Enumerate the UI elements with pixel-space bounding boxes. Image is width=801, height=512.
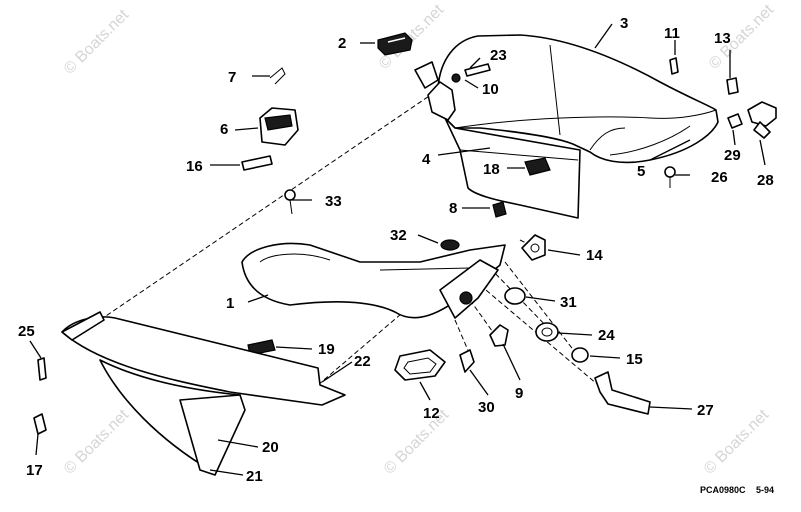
callout-22: 22 bbox=[354, 353, 371, 370]
upper-cowl-part-3 bbox=[437, 34, 719, 164]
callout-12: 12 bbox=[423, 405, 440, 422]
grommet-part-18 bbox=[524, 157, 551, 176]
callout-28: 28 bbox=[757, 172, 774, 189]
plug-part-31 bbox=[504, 287, 526, 305]
callout-1: 1 bbox=[226, 295, 234, 312]
lower-frame-part-1 bbox=[241, 242, 506, 319]
leader-lines bbox=[29, 23, 766, 476]
screw-part-33 bbox=[284, 189, 296, 215]
screw-part-11 bbox=[669, 57, 679, 75]
clip-part-29 bbox=[727, 113, 743, 129]
callout-2: 2 bbox=[338, 35, 346, 52]
screw-part-26 bbox=[664, 166, 676, 188]
callout-3: 3 bbox=[620, 15, 628, 32]
callout-21: 21 bbox=[246, 468, 263, 485]
drawing-date: 5-94 bbox=[756, 485, 774, 495]
bushing-part-24 bbox=[535, 322, 559, 342]
grommet-part-14 bbox=[521, 234, 546, 261]
clip-part-30 bbox=[459, 349, 475, 373]
callout-19: 19 bbox=[318, 341, 335, 358]
lower-cowl-part-22 bbox=[61, 311, 346, 406]
callout-13: 13 bbox=[714, 30, 731, 47]
callout-15: 15 bbox=[626, 351, 643, 368]
lever-part-27 bbox=[594, 371, 651, 415]
screw-part-16 bbox=[241, 155, 273, 171]
watermark: © Boats.net bbox=[61, 406, 133, 478]
callout-23: 23 bbox=[490, 47, 507, 64]
watermark: © Boats.net bbox=[381, 406, 453, 478]
callout-17: 17 bbox=[26, 462, 43, 479]
nut-part-10 bbox=[451, 73, 461, 83]
seal-part-12 bbox=[394, 349, 446, 381]
callout-20: 20 bbox=[262, 439, 279, 456]
bolt-part-17 bbox=[33, 413, 47, 435]
bolt-part-23 bbox=[464, 63, 491, 77]
fitting-part-28 bbox=[747, 101, 777, 139]
bolt-part-25 bbox=[37, 357, 47, 381]
callout-24: 24 bbox=[598, 327, 615, 344]
callout-5: 5 bbox=[637, 163, 645, 180]
callout-8: 8 bbox=[449, 200, 457, 217]
callout-33: 33 bbox=[325, 193, 342, 210]
callouts: 1 2 3 4 5 6 7 8 9 10 11 12 13 14 15 16 1… bbox=[18, 15, 774, 485]
callout-18: 18 bbox=[483, 161, 500, 178]
callout-29: 29 bbox=[724, 147, 741, 164]
callout-25: 25 bbox=[18, 323, 35, 340]
drawing-code: PCA0980C bbox=[700, 485, 746, 495]
screw-part-13 bbox=[726, 77, 739, 95]
clip-part-8 bbox=[492, 201, 507, 218]
pad-part-32 bbox=[440, 239, 460, 251]
callout-11: 11 bbox=[664, 25, 680, 42]
callout-26: 26 bbox=[711, 169, 728, 186]
callout-10: 10 bbox=[482, 81, 499, 98]
watermark: © Boats.net bbox=[61, 6, 133, 78]
plug-part-15 bbox=[571, 347, 589, 363]
callout-4: 4 bbox=[422, 151, 431, 168]
callout-7: 7 bbox=[228, 69, 236, 86]
callout-9: 9 bbox=[515, 385, 523, 402]
callout-30: 30 bbox=[478, 399, 495, 416]
callout-16: 16 bbox=[186, 158, 203, 175]
callout-31: 31 bbox=[560, 294, 577, 311]
lower-cowl-part-21 bbox=[179, 394, 246, 476]
callout-14: 14 bbox=[586, 247, 603, 264]
latch-block-part-2 bbox=[377, 32, 413, 56]
callout-32: 32 bbox=[390, 227, 407, 244]
callout-27: 27 bbox=[697, 402, 714, 419]
spring-clip-part-7 bbox=[269, 67, 286, 85]
callout-6: 6 bbox=[220, 121, 228, 138]
cowl-bracket bbox=[414, 61, 456, 121]
clip-part-9 bbox=[489, 324, 509, 347]
bracket-part-6 bbox=[259, 107, 299, 146]
watermark: © Boats.net bbox=[376, 1, 448, 73]
